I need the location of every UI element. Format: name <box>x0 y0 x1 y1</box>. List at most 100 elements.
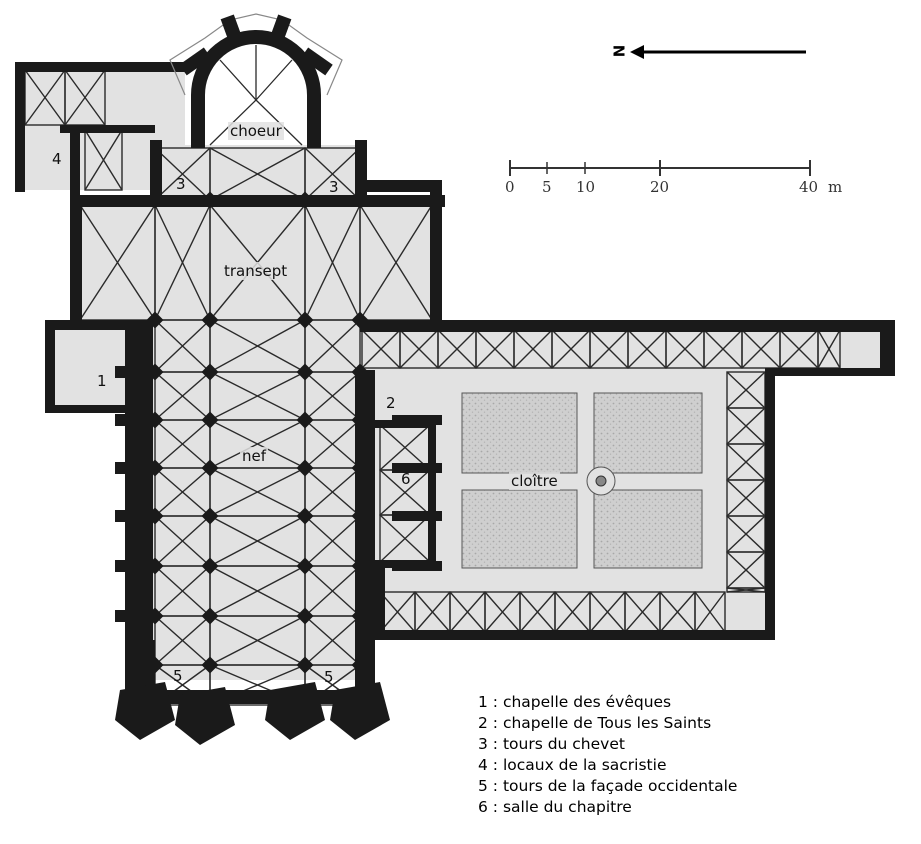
cloister-garden <box>461 392 703 569</box>
pier <box>201 363 219 381</box>
vault-rib <box>304 204 361 321</box>
vault-rib <box>513 329 553 369</box>
buttress <box>115 414 137 426</box>
vault-rib <box>154 419 211 469</box>
vault-rib <box>554 591 591 633</box>
label-num-6: 6 <box>401 470 411 488</box>
floor-area <box>700 370 770 635</box>
pier <box>296 459 314 477</box>
vault-rib <box>304 371 361 421</box>
wall <box>45 320 150 330</box>
vault-rib <box>779 329 819 369</box>
vault-rib <box>154 371 211 421</box>
vault-rib <box>64 69 106 126</box>
label-choeur: choeur <box>228 122 284 140</box>
vault-rib <box>304 615 361 666</box>
vault-rib <box>154 515 211 567</box>
wall <box>60 125 155 133</box>
label-num-3-left: 3 <box>176 175 186 193</box>
wall <box>70 125 80 205</box>
pier <box>201 191 219 209</box>
wall <box>430 180 442 325</box>
legend: 1 : chapelle des évêques 2 : chapelle de… <box>478 692 737 818</box>
vault-rib <box>379 591 416 633</box>
vault-rib <box>589 591 626 633</box>
label-cloitre: cloître <box>509 472 560 490</box>
vault-rib <box>304 467 361 517</box>
buttress <box>392 511 442 521</box>
vault-rib <box>24 69 66 126</box>
vault-rib <box>84 129 123 191</box>
buttress <box>115 560 137 572</box>
pier <box>146 459 164 477</box>
wall <box>15 62 25 192</box>
wall <box>70 195 445 207</box>
vault-rib <box>627 329 667 369</box>
buttress <box>115 510 137 522</box>
vault-rib <box>726 587 766 593</box>
wall <box>355 140 367 200</box>
vault-rib <box>304 147 361 201</box>
scale-bar <box>509 160 811 176</box>
pier <box>146 411 164 429</box>
pier <box>146 311 164 329</box>
pier <box>146 191 164 209</box>
pier <box>146 607 164 625</box>
vault-rib <box>551 329 591 369</box>
wall <box>375 630 775 640</box>
wall <box>360 320 895 332</box>
vault-rib <box>304 419 361 469</box>
wall <box>15 62 187 72</box>
pier <box>351 363 369 381</box>
vault-rib <box>741 329 781 369</box>
pier <box>351 459 369 477</box>
wall <box>880 320 895 372</box>
pier <box>296 656 314 674</box>
vault-rib <box>209 515 306 567</box>
wall <box>375 560 385 635</box>
facade-tower <box>330 682 390 740</box>
scale-tick-10: 10 <box>576 178 596 196</box>
vault-rib <box>304 565 361 617</box>
wall <box>765 368 775 638</box>
vault-rib <box>694 591 726 633</box>
pier <box>201 656 219 674</box>
label-nef: nef <box>240 447 269 465</box>
vault-rib <box>379 514 431 563</box>
buttress <box>115 462 137 474</box>
pier <box>351 191 369 209</box>
vault-rib <box>154 565 211 617</box>
scale-tick-0: 0 <box>505 178 515 196</box>
buttress <box>115 366 137 378</box>
vault-rib <box>154 615 211 666</box>
pier <box>146 557 164 575</box>
north-label: N <box>610 44 629 58</box>
vault-rib <box>209 419 306 469</box>
vault-rib <box>399 329 439 369</box>
buttress <box>115 610 137 622</box>
vault-rib <box>665 329 705 369</box>
vault-rib <box>659 591 696 633</box>
legend-item: 4 : locaux de la sacristie <box>478 756 667 774</box>
vault-rib <box>304 319 361 373</box>
pier <box>351 656 369 674</box>
pier <box>296 191 314 209</box>
pier <box>201 311 219 329</box>
pier <box>296 363 314 381</box>
vault-rib <box>817 329 841 369</box>
vault-rib <box>475 329 515 369</box>
buttress <box>392 463 442 473</box>
wall <box>150 140 162 200</box>
wall <box>428 420 436 565</box>
facade-tower <box>175 687 235 745</box>
vault-rib <box>79 204 156 321</box>
vault-rib <box>209 147 306 201</box>
scale-unit: m <box>828 178 843 196</box>
north-arrow-icon <box>630 45 806 59</box>
scale-tick-20: 20 <box>650 178 670 196</box>
pier <box>296 311 314 329</box>
vault-rib <box>209 565 306 617</box>
vault-rib <box>154 147 211 201</box>
floor-area <box>150 320 360 680</box>
